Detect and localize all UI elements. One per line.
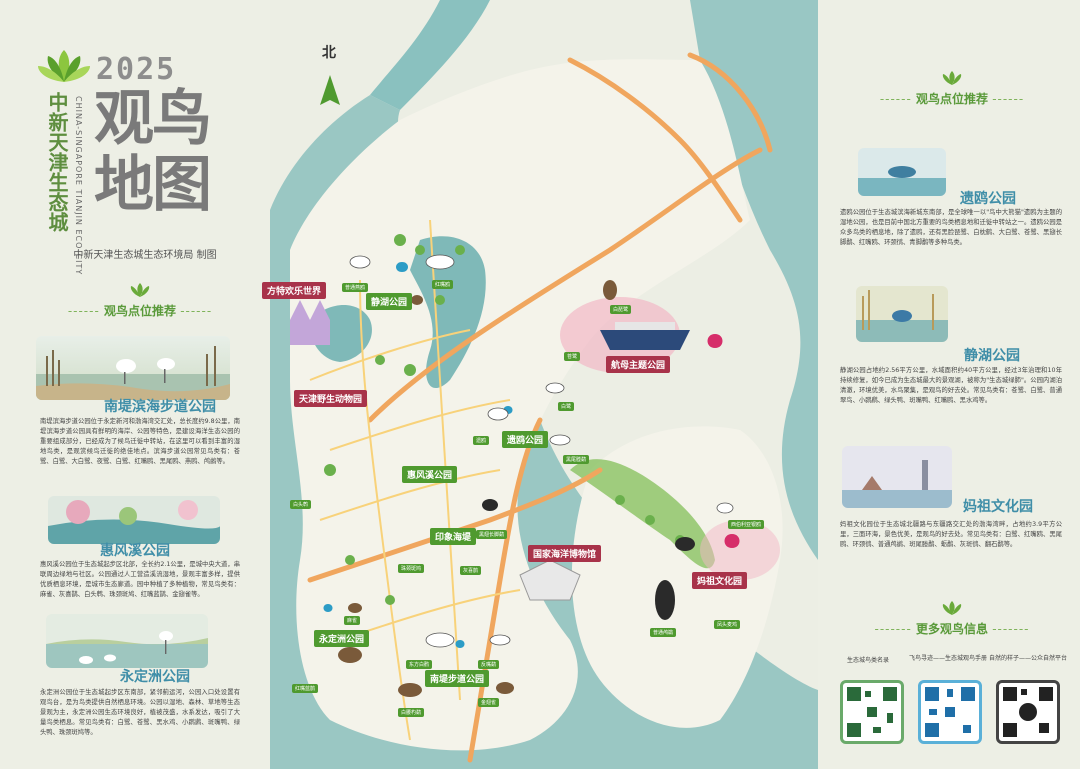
place-label-mazu[interactable]: 妈祖文化园 — [692, 572, 748, 589]
qr-code-3[interactable] — [996, 680, 1060, 744]
title-line-1: 观鸟 — [94, 84, 212, 154]
more-info-header: ------- 更多观鸟信息 ------- — [842, 600, 1062, 637]
place-label-yiou[interactable]: 遗鸥公园 — [502, 431, 549, 448]
map-title: 观鸟 地图 — [94, 86, 244, 218]
park-name-jinghu: 静湖公园 — [964, 348, 1020, 364]
lotus-logo-icon — [38, 50, 90, 82]
bird-tag: 灰喜鹊 — [460, 566, 482, 575]
more-info-title: 更多观鸟信息 — [915, 622, 988, 636]
left-section-title: 观鸟点位推荐 — [103, 304, 176, 318]
map-area[interactable]: 北 方特欢乐世界 静湖公园 天津野生动物园 航母主题公园 遗鸥公园 惠风溪公园 … — [262, 0, 818, 769]
right-section-title: 观鸟点位推荐 — [915, 92, 988, 106]
park-photo-mazu — [842, 446, 952, 508]
bird-tag: 普通鸬鹚 — [650, 628, 677, 637]
park-desc-mazu: 妈祖文化园位于生态城北疆路与东疆路交汇处的渤海湾畔，占地约3.9平方公里，三面环… — [840, 521, 1062, 548]
title-line-2: 地图 — [94, 150, 212, 220]
place-label-yongdingzhou[interactable]: 永定洲公园 — [314, 630, 370, 647]
bird-tag: 东方白鹳 — [406, 660, 433, 669]
bird-tag: 西伯利亚银鸥 — [728, 520, 765, 529]
qr-code-1[interactable] — [840, 680, 904, 744]
bird-tag: 苍鹭 — [564, 352, 581, 361]
park-photo-2 — [48, 496, 220, 544]
leaf-icon — [942, 71, 962, 85]
left-panel: 2025 中新天津生态城 CHINA-SINGAPORE TIANJIN ECO… — [0, 0, 270, 769]
bird-tag: 反嘴鹬 — [478, 660, 500, 669]
park-desc-1: 南堤滨海步道公园位于永定新河和渤海湾交汇处，总长度约9.8公里，南堤滨海步道公园… — [40, 418, 240, 465]
park-desc-3: 永定洲公园位于生态城起步区东南部，紧邻蓟运河，公园入口处设置有观鸟台，是为鸟类提… — [40, 689, 240, 736]
bird-tag: 珠颈斑鸠 — [398, 564, 425, 573]
park-name-2: 惠风溪公园 — [100, 543, 170, 559]
bird-tag: 白鹭 — [558, 402, 575, 411]
park-photo-1 — [36, 336, 230, 400]
place-label-huifengxi[interactable]: 惠风溪公园 — [402, 466, 458, 483]
maker-credit: 中新天津生态城生态环境局 制图 — [73, 250, 217, 261]
bird-tag: 白头鹎 — [290, 500, 312, 509]
map-canvas — [270, 0, 818, 769]
park-name-3: 永定洲公园 — [120, 669, 190, 685]
leaf-icon — [130, 283, 150, 297]
park-photo-jinghu — [856, 286, 948, 342]
park-name-1: 南堤滨海步道公园 — [104, 399, 216, 415]
bird-tag: 金翅雀 — [478, 698, 500, 707]
city-name-cn: 中新天津生态城 — [45, 92, 69, 232]
bird-tag: 遗鸥 — [473, 436, 490, 445]
right-panel: ------ 观鸟点位推荐 ------ 遗鸥公园 遗鸥公园位于生态城滨海新城东… — [818, 0, 1080, 769]
bird-tag: 黑翅长脚鹬 — [476, 530, 508, 539]
qr-label-2: 飞鸟寻迹——生态城观鸟手册 — [908, 655, 987, 662]
place-label-museum[interactable]: 国家海洋博物馆 — [528, 545, 602, 562]
place-label-jinghu[interactable]: 静湖公园 — [366, 293, 413, 310]
park-desc-2: 惠风溪公园位于生态城起步区北部，全长约2.1公里，是城中央大道，串联周边绿地与社… — [40, 561, 240, 598]
bird-tag: 白腰杓鹬 — [398, 708, 425, 717]
place-label-fantawild[interactable]: 方特欢乐世界 — [262, 282, 327, 299]
qr-code-2[interactable] — [918, 680, 982, 744]
left-section-header: ------ 观鸟点位推荐 ------ — [40, 282, 240, 319]
park-name-yiou: 遗鸥公园 — [960, 191, 1016, 207]
place-label-seawall[interactable]: 印象海堤 — [430, 528, 477, 545]
leaf-icon — [942, 601, 962, 615]
city-name-en: CHINA-SINGAPORE TIANJIN ECO-CITY — [74, 96, 83, 276]
right-section-header: ------ 观鸟点位推荐 ------ — [842, 70, 1062, 107]
qr-label-3: 自然的样子——公众自然平台 — [988, 655, 1067, 662]
bird-tag: 白琵鹭 — [610, 305, 632, 314]
place-label-carrier[interactable]: 航母主题公园 — [606, 356, 671, 373]
park-desc-yiou: 遗鸥公园位于生态城滨海新城东南部，是全球唯一以"鸟中大熊猫"遗鸥为主题的湿地公园… — [840, 209, 1062, 246]
bird-tag: 凤头麦鸡 — [714, 620, 741, 629]
park-photo-3 — [46, 614, 208, 668]
bird-tag: 黑尾塍鹬 — [563, 455, 590, 464]
park-photo-yiou — [858, 148, 946, 196]
north-label: 北 — [322, 45, 336, 61]
place-label-zoo[interactable]: 天津野生动物园 — [294, 390, 368, 407]
bird-tag: 麻雀 — [344, 616, 361, 625]
park-desc-jinghu: 静湖公园占地约2.56平方公里，水域面积约40平方公里，经过3年治理和10年持续… — [840, 367, 1062, 404]
year-label: 2025 — [96, 52, 177, 87]
bird-tag: 红嘴蓝鹊 — [292, 684, 319, 693]
place-label-nandi[interactable]: 南堤步道公园 — [425, 670, 490, 687]
bird-tag: 红嘴鸥 — [432, 280, 454, 289]
park-name-mazu: 妈祖文化园 — [963, 499, 1033, 515]
bird-tag: 普通燕鸥 — [342, 283, 369, 292]
qr-label-1: 生态城鸟类名录 — [846, 657, 889, 664]
